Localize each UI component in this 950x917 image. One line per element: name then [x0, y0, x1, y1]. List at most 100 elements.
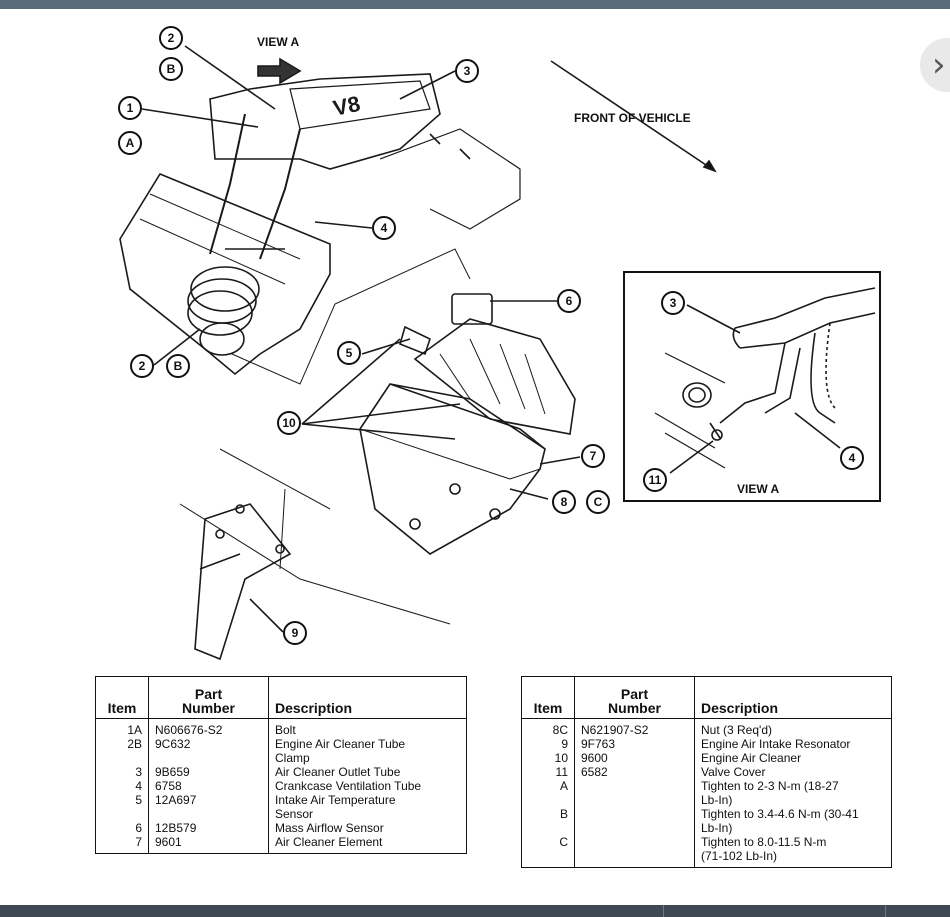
callout-9: 9 [283, 621, 307, 645]
callout-1: 1 [118, 96, 142, 120]
cell-description: Tighten to 2-3 N-m (18-27 Lb-In) [694, 779, 892, 807]
intake-plenum-shape [209, 73, 441, 170]
left-valve-cover-shape [119, 173, 331, 376]
table-header-row: Item Part Number Description [95, 676, 467, 719]
cell-description: Nut (3 Req'd) [694, 718, 892, 737]
callout-8: 8 [552, 490, 576, 514]
cell-item: 9 [521, 737, 575, 751]
cell-part-number: 6758 [148, 779, 269, 793]
view-a-inset: 3 4 11 VIEW A [623, 271, 881, 502]
callout-7: 7 [581, 444, 605, 468]
resonator-shape [194, 503, 292, 661]
callout-a: A [118, 131, 142, 155]
view-a-arrow-label: VIEW A [257, 35, 300, 49]
callout-c: C [586, 490, 610, 514]
callout-3: 3 [455, 59, 479, 83]
header-part-number: Part Number [148, 676, 269, 719]
bellows-tube [187, 266, 260, 356]
callout-2-top: 2 [159, 26, 183, 50]
callout-5: 5 [337, 341, 361, 365]
cell-item: 3 [95, 765, 149, 779]
cell-part-number [574, 807, 695, 835]
inset-callout-11: 11 [643, 468, 667, 492]
cell-description: Crankcase Ventilation Tube [268, 779, 467, 793]
cell-part-number: 12B579 [148, 821, 269, 835]
header-part-number: Part Number [574, 676, 695, 719]
header-description: Description [268, 676, 467, 719]
toolbar-divider [663, 905, 664, 917]
diagram-artwork: V8 [119, 45, 717, 661]
cell-item: 1A [95, 718, 149, 737]
table-row: B Tighten to 3.4-4.6 N-m (30-41 Lb-In) [521, 807, 892, 835]
chevron-right-icon: › [932, 45, 946, 85]
header-item: Item [95, 676, 149, 719]
header-description: Description [694, 676, 892, 719]
callout-4: 4 [372, 216, 396, 240]
cell-description: Air Cleaner Element [268, 835, 467, 854]
maf-sensor-shape [451, 293, 493, 325]
air-cleaner-lid [413, 318, 576, 435]
cell-item: 2B [95, 737, 149, 765]
header-item: Item [521, 676, 575, 719]
cell-description: Air Cleaner Outlet Tube [268, 765, 467, 779]
exploded-diagram: V8 [0, 9, 950, 669]
cell-description: Valve Cover [694, 765, 892, 779]
cell-description: Tighten to 3.4-4.6 N-m (30-41 Lb-In) [694, 807, 892, 835]
cell-part-number: N606676-S2 [148, 718, 269, 737]
cell-part-number [574, 779, 695, 807]
cell-item: 8C [521, 718, 575, 737]
air-cleaner-housing [359, 383, 546, 555]
inset-callout-4: 4 [840, 446, 864, 470]
cell-item: 6 [95, 821, 149, 835]
toolbar-divider [885, 905, 886, 917]
cell-description: Bolt [268, 718, 467, 737]
inset-view-a-label: VIEW A [737, 482, 780, 496]
cell-description: Intake Air Temperature Sensor [268, 793, 467, 821]
top-bar [0, 0, 950, 9]
svg-text:V8: V8 [331, 91, 363, 121]
cell-part-number: 6582 [574, 765, 695, 779]
cell-item: 5 [95, 793, 149, 821]
view-a-artwork [654, 287, 876, 474]
callout-10: 10 [277, 411, 301, 435]
cell-part-number: 9600 [574, 751, 695, 765]
cell-item: B [521, 807, 575, 835]
cell-description: Engine Air Cleaner [694, 751, 892, 765]
table-header-row: Item Part Number Description [521, 676, 892, 719]
table-row: C Tighten to 8.0-11.5 N-m (71-102 Lb-In) [521, 835, 892, 868]
cell-part-number: 9F763 [574, 737, 695, 751]
cell-description: Tighten to 8.0-11.5 N-m (71-102 Lb-In) [694, 835, 892, 868]
cell-item: 7 [95, 835, 149, 854]
cell-description: Engine Air Cleaner Tube Clamp [268, 737, 467, 765]
cell-item: 4 [95, 779, 149, 793]
front-vehicle-line [550, 60, 716, 172]
callout-6: 6 [557, 289, 581, 313]
callout-b-bottom: B [166, 354, 190, 378]
cell-part-number: 12A697 [148, 793, 269, 821]
cell-item: 11 [521, 765, 575, 779]
view-a-arrow [257, 57, 302, 85]
cell-part-number: 9C632 [148, 737, 269, 765]
cell-item: C [521, 835, 575, 868]
cell-description: Mass Airflow Sensor [268, 821, 467, 835]
front-of-vehicle-label: FRONT OF VEHICLE [574, 111, 691, 125]
bottom-toolbar [0, 905, 950, 917]
cell-item: 10 [521, 751, 575, 765]
callout-b-top: B [159, 57, 183, 81]
cell-part-number: 9601 [148, 835, 269, 854]
cell-part-number: N621907-S2 [574, 718, 695, 737]
